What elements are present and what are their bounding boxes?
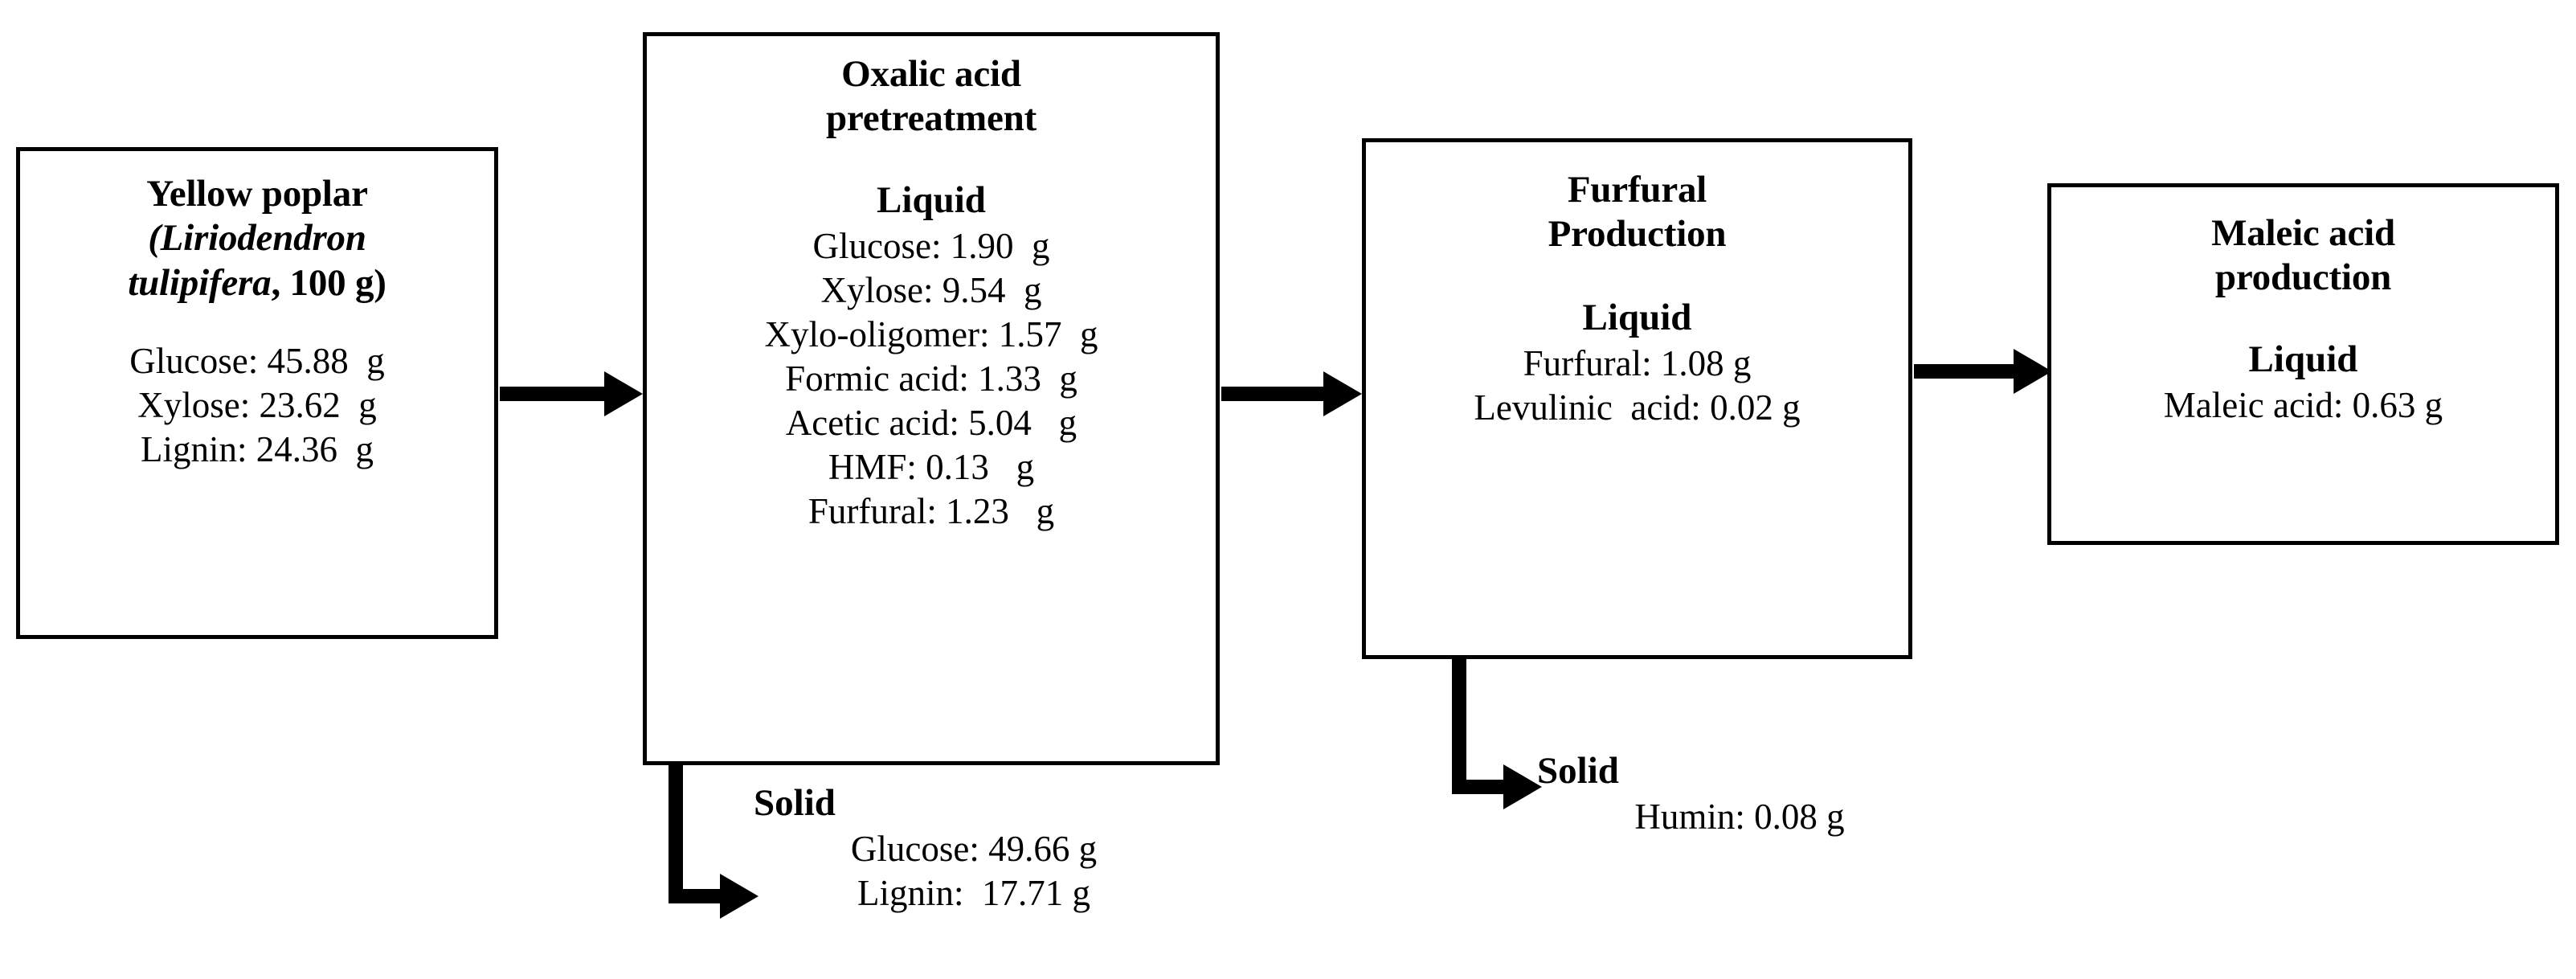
box-title-feedstock: Yellow poplar (Liriodendron tulipifera, … [33, 172, 481, 305]
box-title-maleic-acid-production: Maleic acid production [2063, 211, 2544, 301]
feedstock-title-line-1: Yellow poplar [146, 173, 368, 215]
pretreatment-title-line-2: pretreatment [825, 97, 1037, 140]
process-box-oxalic-acid-pretreatment: Oxalic acid pretreatment Liquid Glucose:… [643, 32, 1220, 765]
component-line: Formic acid: 1.33 g [785, 358, 1077, 399]
process-box-maleic-acid-production: Maleic acid production Liquid Maleic aci… [2047, 183, 2559, 545]
arrow-head-icon [604, 371, 643, 416]
branch-pretreatment-solid: Solid Glucose: 49.66 g Lignin: 17.71 g [733, 781, 1215, 916]
arrow-shaft [1221, 387, 1325, 401]
process-box-furfural-production: Furfural Production Liquid Furfural: 1.0… [1362, 138, 1912, 659]
phase-label-solid: Solid [1537, 750, 1619, 792]
component-line: Xylose: 9.54 g [820, 270, 1042, 311]
component-line: HMF: 0.13 g [828, 446, 1035, 487]
feedstock-component-list: Glucose: 45.88 g Xylose: 23.62 g Lignin:… [33, 339, 481, 472]
maleic-title-line-1: Maleic acid [2211, 212, 2395, 254]
arrow-head-icon [2014, 349, 2052, 394]
component-line: Maleic acid: 0.63 g [2163, 385, 2443, 426]
component-line: Glucose: 1.90 g [812, 226, 1050, 267]
arrow-stem [669, 762, 683, 903]
arrow-head-icon [720, 874, 758, 919]
furfural-title-line-2: Production [1548, 213, 1727, 256]
arrow-head-icon [1323, 371, 1362, 416]
arrow-head-icon [1503, 764, 1542, 809]
phase-label-solid: Solid [754, 782, 836, 824]
pretreatment-title-line-1: Oxalic acid [841, 53, 1021, 95]
component-line: Furfural: 1.08 g [1523, 343, 1752, 384]
component-line: Levulinic acid: 0.02 g [1474, 387, 1801, 428]
phase-label-liquid: Liquid [877, 178, 986, 221]
arrow-stem [1452, 656, 1466, 794]
component-line: Humin: 0.08 g [1634, 797, 1845, 838]
component-line: Xylose: 23.62 g [137, 385, 377, 426]
arrow-furfural-to-solid [1452, 656, 1597, 809]
process-box-feedstock: Yellow poplar (Liriodendron tulipifera, … [16, 147, 498, 639]
arrow-run [669, 889, 722, 903]
box-title-oxalic-acid-pretreatment: Oxalic acid pretreatment [658, 52, 1204, 141]
arrow-run [1452, 780, 1505, 794]
arrow-shaft [1914, 364, 2015, 379]
component-line: Lignin: 24.36 g [141, 429, 374, 470]
component-line: Xylo-oligomer: 1.57 g [764, 314, 1098, 355]
furfural-liquid-component-list: Furfural: 1.08 g Levulinic acid: 0.02 g [1377, 342, 1897, 430]
pretreatment-solid-component-list: Glucose: 49.66 g Lignin: 17.71 g [733, 827, 1215, 916]
furfural-title-line-1: Furfural [1567, 169, 1707, 211]
pretreatment-liquid-component-list: Glucose: 1.90 g Xylose: 9.54 g Xylo-olig… [658, 224, 1204, 533]
phase-label-liquid: Liquid [1582, 296, 1692, 338]
arrow-shaft [500, 387, 606, 401]
component-line: Glucose: 45.88 g [129, 341, 385, 382]
furfural-solid-component-list: Humin: 0.08 g [1515, 795, 1965, 839]
component-line: Acetic acid: 5.04 g [785, 402, 1077, 443]
feedstock-title-scientific-1: (Liriodendron [148, 217, 366, 260]
component-line: Glucose: 49.66 g [850, 829, 1098, 870]
arrow-pretreatment-to-solid [669, 762, 813, 919]
feedstock-title-scientific-2: tulipifera, 100 g) [128, 261, 386, 304]
component-line: Lignin: 17.71 g [857, 873, 1090, 914]
maleic-title-line-2: production [2214, 256, 2392, 299]
branch-furfural-solid: Solid Humin: 0.08 g [1515, 749, 1965, 839]
phase-label-liquid: Liquid [2248, 338, 2358, 380]
component-line: Furfural: 1.23 g [808, 490, 1055, 531]
maleic-liquid-component-list: Maleic acid: 0.63 g [2063, 383, 2544, 428]
box-title-furfural-production: Furfural Production [1377, 168, 1897, 257]
